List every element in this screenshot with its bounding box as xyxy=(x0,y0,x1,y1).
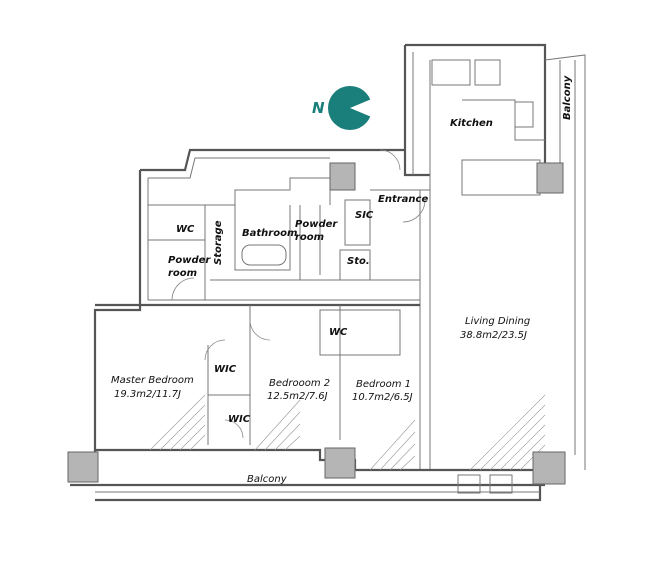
room-label-balcony: Balcony xyxy=(247,474,288,485)
room-label-powder-room: Powder xyxy=(168,255,211,266)
room-area-bedroom-1: 10.7m2/6.5J xyxy=(352,392,413,403)
room-label-kitchen: Kitchen xyxy=(450,118,493,129)
pillar xyxy=(329,162,356,191)
room-label-wic: WIC xyxy=(214,364,237,375)
room-area-master-bedroom: 19.3m2/11.7J xyxy=(114,389,181,400)
room-label-entrance: Entrance xyxy=(378,194,428,205)
pillar xyxy=(67,451,99,483)
room-label-living-dining: Living Dining xyxy=(465,316,530,327)
room-area-living-dining: 38.8m2/23.5J xyxy=(460,330,527,341)
compass-label: N xyxy=(312,99,325,117)
room-label-powder-room: room xyxy=(168,268,197,279)
room-label-powder-room: Powder xyxy=(295,219,338,230)
room-label-wic: WIC xyxy=(228,414,251,425)
room-label-storage: Storage xyxy=(213,220,224,265)
room-label-powder-room: room xyxy=(295,232,324,243)
room-label-balcony: Balcony xyxy=(562,75,573,120)
room-label-bedroom-1: Bedroom 1 xyxy=(356,379,411,390)
pillar xyxy=(536,162,564,194)
room-label-master-bedroom: Master Bedroom xyxy=(111,375,194,386)
room-label-storage-small: Sto. xyxy=(347,256,370,267)
walls xyxy=(70,43,586,502)
room-label-wc: WC xyxy=(329,327,348,338)
room-label-bathroom: Bathroom xyxy=(242,228,297,239)
room-area-bedroom-2: 12.5m2/7.6J xyxy=(267,391,328,402)
north-compass-icon: N xyxy=(312,86,374,130)
pillar xyxy=(532,451,566,485)
room-label-wc: WC xyxy=(176,224,195,235)
room-label-sic: SIC xyxy=(355,210,374,221)
pillar xyxy=(324,447,356,479)
room-label-bedroom-2: Bedrooom 2 xyxy=(269,378,330,389)
